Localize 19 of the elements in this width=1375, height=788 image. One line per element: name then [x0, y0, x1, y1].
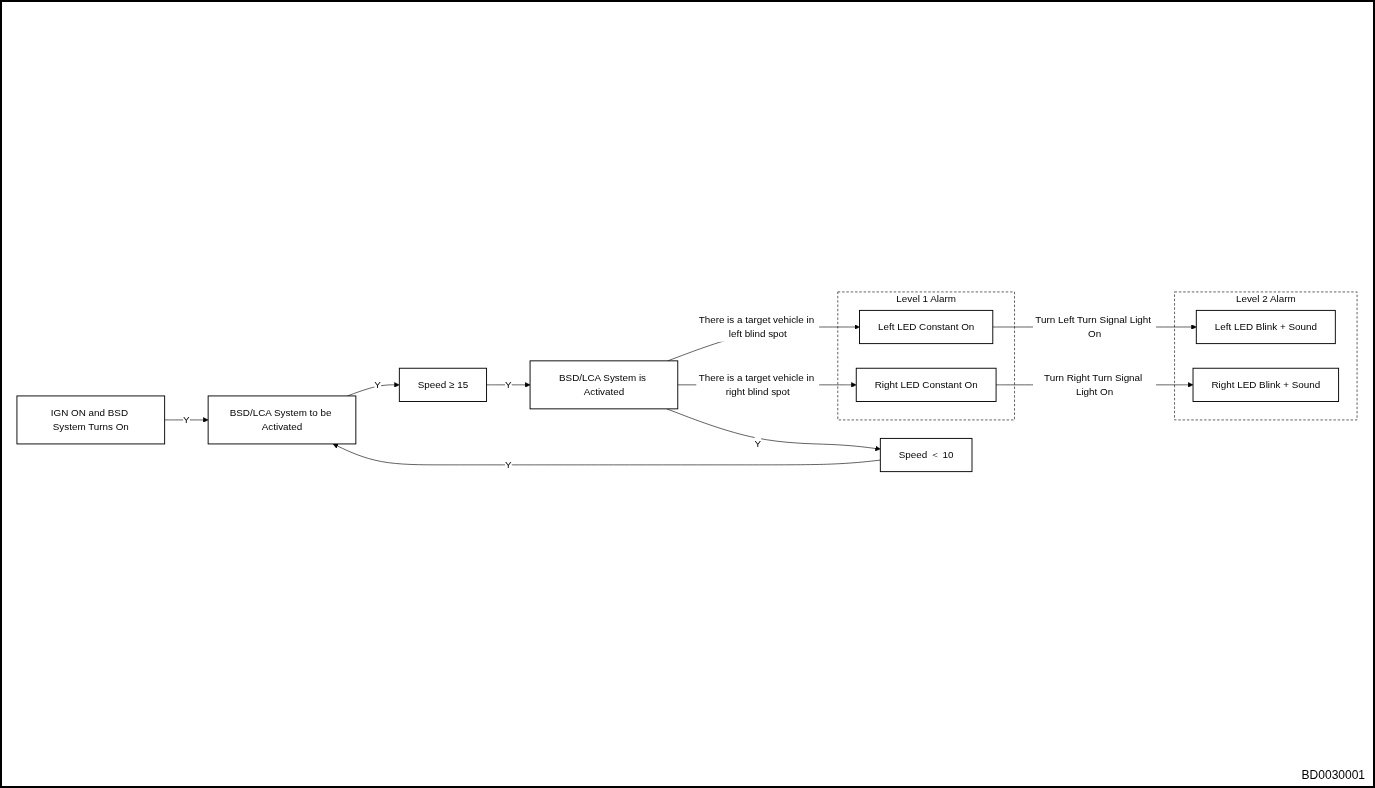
- node-box: BSD/LCA System to be Activated: [207, 395, 357, 445]
- edge-label: Y: [183, 414, 190, 425]
- node-box: Speed ＜ 10: [879, 437, 973, 472]
- edge-label: There is a target vehicle in right blind spot: [698, 371, 815, 398]
- node-box: Speed ≥ 15: [398, 367, 488, 402]
- edge-label: Y: [505, 379, 512, 390]
- node-box: Right LED Constant On: [855, 367, 997, 402]
- edge-label: Y: [754, 438, 762, 449]
- node-box: Left LED Constant On: [859, 309, 994, 344]
- node-box: BSD/LCA System is Activated: [529, 360, 679, 410]
- edge-label: Y: [505, 459, 512, 470]
- edge-label: Y: [374, 379, 381, 390]
- figure-code: BD0030001: [1301, 768, 1365, 782]
- edge-label: Turn Right Turn Signal Light On: [1044, 371, 1143, 398]
- node-box: IGN ON and BSD System Turns On: [16, 395, 166, 445]
- edge-label: Turn Left Turn Signal Light On: [1035, 313, 1152, 340]
- edge-label: There is a target vehicle in left blind spot: [698, 313, 815, 340]
- node-box: Left LED Blink + Sound: [1195, 309, 1336, 344]
- node-box: Right LED Blink + Sound: [1192, 367, 1340, 402]
